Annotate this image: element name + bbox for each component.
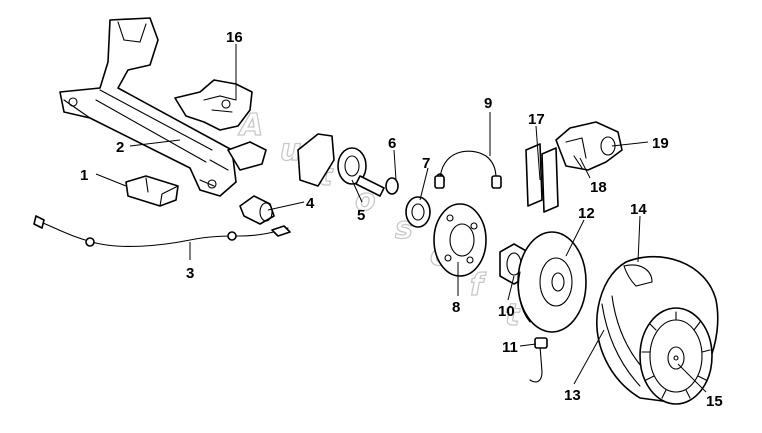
callout-10: 10 <box>498 303 515 320</box>
callout-18: 18 <box>590 179 607 196</box>
axle-beam <box>59 17 267 197</box>
wheel-tyre <box>639 307 713 405</box>
callout-16: 16 <box>226 29 243 46</box>
bleed-valve <box>529 337 548 383</box>
callout-labels: 1 2 3 4 5 6 7 8 9 10 11 12 13 14 15 16 1… <box>80 29 723 410</box>
callout-2: 2 <box>116 139 124 156</box>
leader-lines <box>95 44 707 393</box>
callout-8: 8 <box>452 299 460 316</box>
mounting-bracket <box>174 79 253 131</box>
callout-3: 3 <box>186 265 194 282</box>
brake-disc <box>517 231 587 333</box>
callout-12: 12 <box>578 205 595 222</box>
callout-4: 4 <box>306 195 315 212</box>
callout-14: 14 <box>630 201 647 218</box>
brake-pads <box>525 143 559 213</box>
hub-flange <box>433 203 487 277</box>
callout-5: 5 <box>357 207 365 224</box>
watermark-letter: u <box>280 133 301 168</box>
callout-7: 7 <box>422 155 430 172</box>
bracket-pad <box>125 175 179 207</box>
callout-19: 19 <box>652 135 669 152</box>
bush <box>239 195 275 225</box>
callout-9: 9 <box>484 95 492 112</box>
callout-1: 1 <box>80 167 88 184</box>
brake-cable <box>33 215 291 248</box>
callout-13: 13 <box>564 387 581 404</box>
callout-17: 17 <box>528 111 545 128</box>
watermark-letter: f <box>470 268 487 303</box>
brake-hose <box>434 150 502 189</box>
stub-axle <box>297 133 399 197</box>
callout-11: 11 <box>502 339 518 356</box>
brake-caliper <box>555 121 623 171</box>
callout-6: 6 <box>388 135 396 152</box>
watermark-letter: t <box>505 298 521 333</box>
callout-15: 15 <box>706 393 723 410</box>
